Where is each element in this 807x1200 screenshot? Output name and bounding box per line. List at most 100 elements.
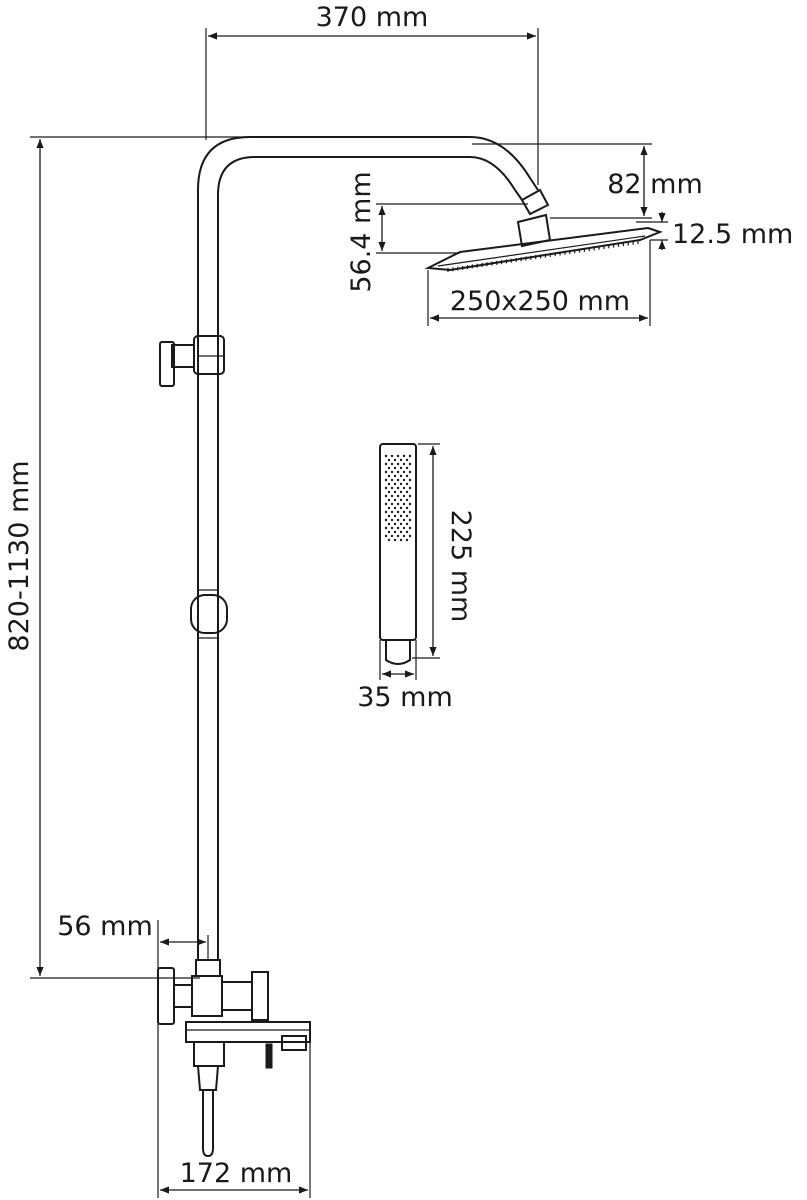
nozzle-hole (387, 530, 391, 534)
nozzle-hole (384, 534, 388, 538)
dim-pipe-offset: 56 mm (57, 911, 209, 968)
nozzle-hole (396, 510, 400, 514)
dim-base-width: 172 mm (157, 1024, 311, 1198)
nozzle-hole (393, 538, 397, 542)
nozzle-hole (408, 470, 412, 474)
nozzle-hole (390, 526, 394, 530)
nozzle-hole (399, 466, 403, 470)
nozzle-hole (387, 458, 391, 462)
shower-head (424, 188, 663, 272)
dim-head-size-label: 250x250 mm (450, 286, 630, 317)
dim-arm-drop: 82 mm (472, 143, 703, 219)
nozzle-hole (405, 506, 409, 510)
nozzle-hole (408, 510, 412, 514)
nozzle-hole (408, 518, 412, 522)
dim-top-width: 370 mm (205, 2, 539, 185)
nozzle-hole (390, 494, 394, 498)
nozzle-hole (393, 514, 397, 518)
nozzle-hole (387, 514, 391, 518)
nozzle-hole (393, 522, 397, 526)
nozzle-hole (402, 510, 406, 514)
nozzle-hole (405, 522, 409, 526)
nozzle-hole (384, 454, 388, 458)
nozzle-hole (387, 474, 391, 478)
dim-top-width-label: 370 mm (316, 2, 429, 33)
nozzle-hole (396, 534, 400, 538)
nozzle-hole (408, 462, 412, 466)
dim-head-thickness: 12.5 mm (636, 212, 793, 250)
dim-total-height: 820-1130 mm (4, 136, 440, 979)
nozzle-hole (387, 538, 391, 542)
riser-clamp-knob (159, 335, 225, 387)
nozzle-hole (393, 482, 397, 486)
nozzle-hole (387, 482, 391, 486)
nozzle-hole (402, 454, 406, 458)
nozzle-hole (396, 470, 400, 474)
dim-total-height-label: 820-1130 mm (4, 460, 35, 651)
nozzle-hole (399, 522, 403, 526)
nozzle-hole (384, 518, 388, 522)
nozzle-hole (408, 486, 412, 490)
nozzle-hole (408, 494, 412, 498)
nozzle-hole (396, 494, 400, 498)
sliding-bracket (190, 589, 228, 639)
nozzle-hole (408, 454, 412, 458)
dim-hand-length-label: 225 mm (445, 510, 476, 623)
nozzle-hole (396, 462, 400, 466)
nozzle-hole (399, 530, 403, 534)
nozzle-hole (402, 526, 406, 530)
hand-shower (379, 443, 417, 665)
nozzle-hole (396, 526, 400, 530)
nozzle-hole (402, 486, 406, 490)
dim-head-height-label: 56.4 mm (346, 171, 377, 292)
nozzle-hole (396, 502, 400, 506)
nozzle-hole (390, 518, 394, 522)
nozzle-hole (405, 498, 409, 502)
nozzle-hole (399, 474, 403, 478)
nozzle-hole (390, 534, 394, 538)
nozzle-hole (405, 514, 409, 518)
nozzle-hole (393, 474, 397, 478)
nozzle-hole (402, 462, 406, 466)
nozzle-hole (408, 478, 412, 482)
nozzle-hole (399, 506, 403, 510)
nozzle-hole (399, 498, 403, 502)
nozzle-hole (393, 466, 397, 470)
dim-hand-width-label: 35 mm (357, 682, 453, 713)
nozzle-hole (396, 478, 400, 482)
nozzle-hole (402, 502, 406, 506)
nozzle-hole (384, 478, 388, 482)
nozzle-hole (405, 458, 409, 462)
mixer-body (157, 959, 311, 1158)
nozzle-hole (405, 538, 409, 542)
nozzle-hole (387, 522, 391, 526)
nozzle-hole (399, 458, 403, 462)
nozzle-hole (405, 466, 409, 470)
dim-pipe-offset-label: 56 mm (57, 911, 153, 942)
nozzle-hole (393, 498, 397, 502)
nozzle-hole (396, 518, 400, 522)
nozzle-hole (396, 454, 400, 458)
nozzle-hole (384, 510, 388, 514)
nozzle-hole (384, 494, 388, 498)
nozzle-hole (387, 498, 391, 502)
nozzle-hole (384, 470, 388, 474)
nozzle-hole (408, 502, 412, 506)
nozzle-hole (396, 486, 400, 490)
nozzle-hole (384, 486, 388, 490)
nozzle-hole (405, 482, 409, 486)
nozzle-hole (399, 490, 403, 494)
nozzle-hole (393, 458, 397, 462)
nozzle-hole (387, 490, 391, 494)
nozzle-hole (384, 502, 388, 506)
nozzle-hole (393, 530, 397, 534)
nozzle-hole (405, 530, 409, 534)
nozzle-hole (390, 486, 394, 490)
nozzle-hole (390, 454, 394, 458)
nozzle-hole (402, 494, 406, 498)
nozzle-hole (393, 490, 397, 494)
nozzle-hole (405, 490, 409, 494)
nozzle-hole (390, 462, 394, 466)
nozzle-hole (384, 462, 388, 466)
